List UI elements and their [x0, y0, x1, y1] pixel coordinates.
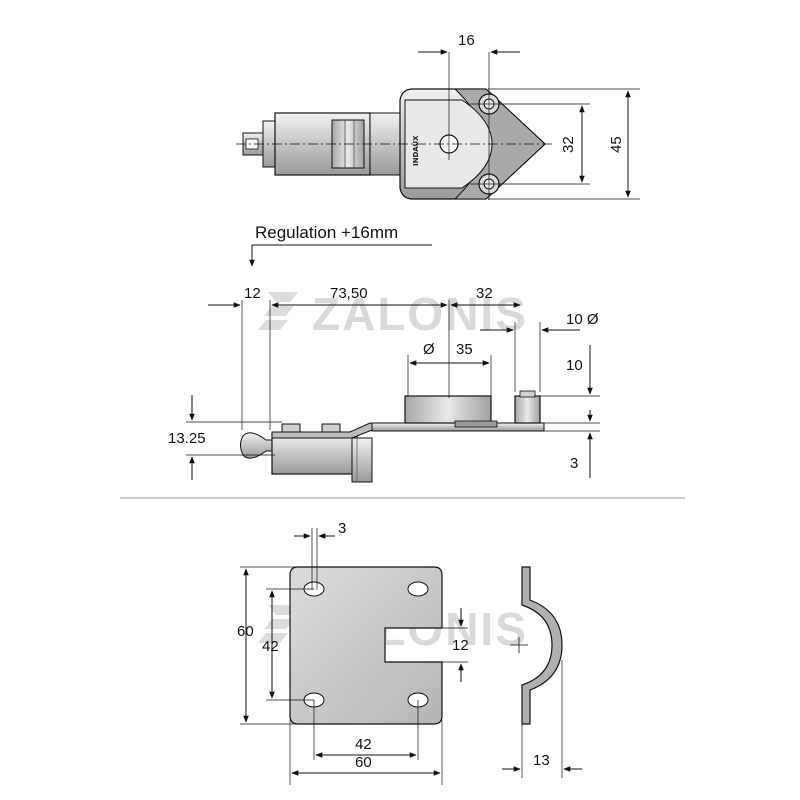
dim-42-vertical: 42 — [262, 590, 279, 699]
svg-text:16: 16 — [458, 32, 475, 49]
dim-10-side: 10 — [566, 345, 593, 395]
dim-12-plate: 12 — [452, 608, 469, 682]
watermark-top: ZALONIS — [258, 288, 528, 340]
mounting-slot — [407, 581, 429, 597]
dim-10-dia: 10 Ø — [480, 311, 599, 333]
svg-text:10 Ø: 10 Ø — [566, 311, 599, 328]
svg-text:INDAUX: INDAUX — [412, 135, 420, 166]
svg-text:60: 60 — [237, 623, 254, 640]
svg-text:13.25: 13.25 — [168, 430, 206, 447]
svg-text:42: 42 — [262, 638, 279, 655]
svg-text:42: 42 — [355, 736, 372, 753]
svg-text:12: 12 — [244, 285, 261, 302]
latch-top-view: INDAUX — [236, 52, 640, 200]
dim-13-25: 13.25 — [168, 395, 206, 480]
strike-plate-front — [289, 566, 443, 725]
dim-45: 45 — [608, 90, 631, 198]
svg-text:Regulation +16mm: Regulation +16mm — [255, 223, 398, 242]
dim-3-side: 3 — [570, 410, 593, 478]
dim-42-horizontal: 42 — [315, 736, 417, 758]
svg-text:10: 10 — [566, 357, 583, 374]
dim-32-side: 32 — [450, 285, 521, 308]
dim-73-50: 73,50 — [271, 285, 448, 308]
regulation-note: Regulation +16mm — [249, 223, 432, 267]
svg-text:73,50: 73,50 — [330, 285, 368, 302]
dim-16: 16 — [418, 32, 520, 55]
dim-60-vertical: 60 — [237, 568, 254, 723]
svg-text:32: 32 — [560, 136, 577, 153]
dim-32-top: 32 — [560, 105, 585, 183]
svg-text:45: 45 — [608, 136, 625, 153]
svg-text:3: 3 — [338, 520, 346, 537]
dim-3-plate: 3 — [294, 520, 346, 539]
strike-plate-side — [510, 566, 563, 725]
latch-knob — [240, 432, 276, 459]
dim-35-dia: Ø 35 — [409, 341, 490, 366]
svg-text:3: 3 — [570, 455, 578, 472]
svg-text:ZALONIS: ZALONIS — [312, 288, 528, 340]
side-extension-lines — [186, 300, 600, 456]
svg-text:12: 12 — [452, 637, 469, 654]
svg-text:Ø: Ø — [423, 341, 435, 358]
svg-text:35: 35 — [456, 341, 473, 358]
latch-side-view — [240, 390, 545, 483]
dim-13-plate: 13 — [502, 752, 582, 772]
screw-head — [514, 395, 541, 424]
pivot-boss — [404, 395, 492, 424]
plate-extension-lines — [240, 528, 563, 785]
dim-12-side: 12 — [208, 285, 261, 308]
svg-text:13: 13 — [533, 752, 550, 769]
svg-text:32: 32 — [476, 285, 493, 302]
svg-text:60: 60 — [355, 754, 372, 771]
dim-60-horizontal: 60 — [291, 754, 441, 776]
